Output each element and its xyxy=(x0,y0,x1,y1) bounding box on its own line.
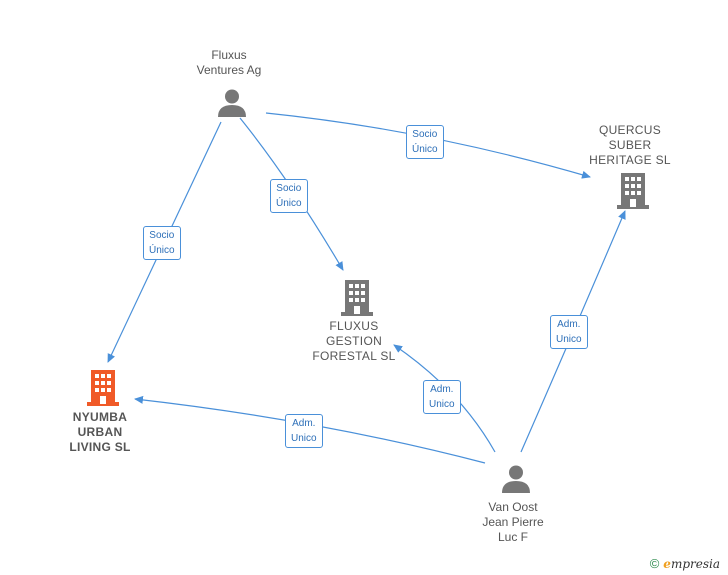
node-label-van-oost[interactable]: Van Oost Jean Pierre Luc F xyxy=(482,500,544,544)
node-label-fluxus-gestion[interactable]: FLUXUS GESTION FORESTAL SL xyxy=(312,319,396,363)
person-icon[interactable] xyxy=(501,464,531,494)
brand-footer: © empresia xyxy=(650,556,720,571)
edge-label-adm-unico: Adm. Unico xyxy=(423,380,461,414)
copyright-icon: © xyxy=(649,556,660,571)
building-icon[interactable] xyxy=(617,173,649,209)
node-label-nyumba[interactable]: NYUMBA URBAN LIVING SL xyxy=(69,410,131,454)
edge-label-socio-unico: Socio Único xyxy=(143,226,181,260)
building-icon[interactable] xyxy=(87,370,119,406)
building-icon[interactable] xyxy=(341,280,373,316)
brand-logo[interactable]: empresia xyxy=(663,556,720,571)
person-icon[interactable] xyxy=(217,88,247,118)
edge-label-adm-unico: Adm. Unico xyxy=(550,315,588,349)
edge-label-socio-unico: Socio Único xyxy=(406,125,444,159)
edge-label-socio-unico: Socio Único xyxy=(270,179,308,213)
edge-label-adm-unico: Adm. Unico xyxy=(285,414,323,448)
node-label-quercus[interactable]: QUERCUS SUBER HERITAGE SL xyxy=(589,123,671,167)
node-label-fluxus-ventures[interactable]: Fluxus Ventures Ag xyxy=(196,48,262,77)
